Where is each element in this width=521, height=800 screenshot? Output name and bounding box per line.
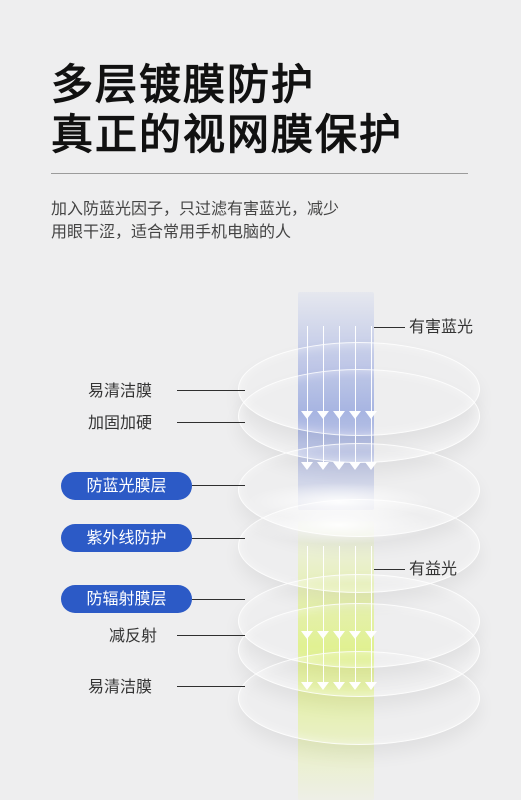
beneficial-arrow-5 [365,546,379,696]
uv-protection-callout-line [192,538,245,539]
coating-ring-7 [238,651,480,745]
harmful-light-callout-line [374,327,405,328]
anti-reflection-callout-line [177,635,245,636]
radiation-protection-layer-callout-line [192,599,245,600]
beneficial-arrow-3 [333,546,347,696]
beneficial-light-callout-line [374,569,405,570]
beneficial-arrow-1 [301,546,315,696]
page-title: 多层镀膜防护 真正的视网膜保护 [51,60,471,160]
blue-light-filter-layer-label: 防蓝光膜层 [61,472,192,500]
anti-reflection-label: 减反射 [109,626,158,645]
hardened-layer-callout-line [177,422,245,423]
beneficial-arrow-2 [317,546,331,696]
green-beam-glow [248,506,430,544]
beneficial-light-arrows [298,546,377,696]
lens-coating-diagram: 有害蓝光 有益光 易清洁膜 加固加硬 防蓝光膜层 紫外线防护 防辐射膜层 减反射… [0,292,521,800]
beneficial-arrow-4 [349,546,363,696]
harmful-arrow-2 [317,326,331,476]
beneficial-light-label: 有益光 [409,559,458,578]
harmful-light-label: 有害蓝光 [409,317,474,336]
hardened-layer-label: 加固加硬 [88,413,153,432]
uv-protection-label: 紫外线防护 [61,524,192,552]
harmful-arrow-5 [365,326,379,476]
blue-light-filter-layer-callout-line [192,485,245,486]
divider [51,173,468,174]
easy-clean-film-label-top: 易清洁膜 [88,381,153,400]
harmful-arrow-3 [333,326,347,476]
title-line-2: 真正的视网膜保护 [51,110,404,159]
title-line-1: 多层镀膜防护 [51,60,316,109]
harmful-arrow-1 [301,326,315,476]
easy-clean-film-callout-line-bottom [177,686,245,687]
radiation-protection-layer-label: 防辐射膜层 [61,585,192,613]
harmful-light-arrows [298,326,377,476]
subtitle-line-2: 用眼干涩，适合常用手机电脑的人 [51,222,292,241]
easy-clean-film-label-bottom: 易清洁膜 [88,677,153,696]
subtitle: 加入防蓝光因子，只过滤有害蓝光，减少 用眼干涩，适合常用手机电脑的人 [51,197,461,243]
harmful-arrow-4 [349,326,363,476]
easy-clean-film-callout-line-top [177,390,245,391]
subtitle-line-1: 加入防蓝光因子，只过滤有害蓝光，减少 [51,199,340,218]
